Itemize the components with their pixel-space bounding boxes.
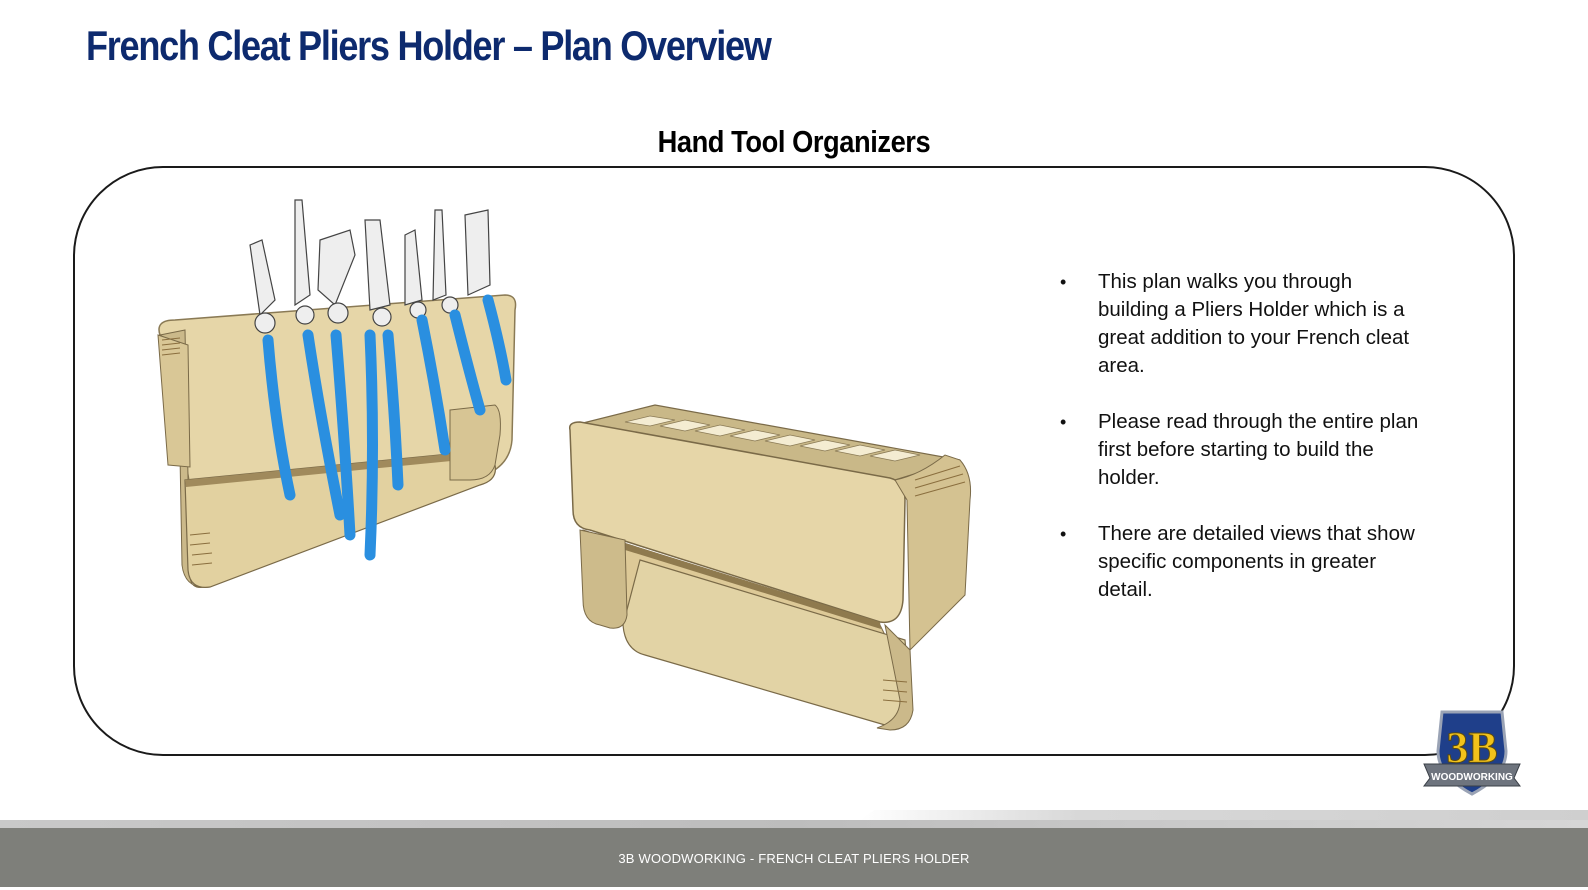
section-heading: Hand Tool Organizers (657, 124, 931, 159)
footer-divider (0, 820, 1588, 828)
bullet-text: This plan walks you through building a P… (1098, 270, 1410, 377)
content-panel (73, 166, 1515, 756)
3b-woodworking-logo: 3B WOODWORKING (1423, 710, 1521, 796)
empty-holder-illustration (568, 404, 971, 731)
footer-accent-strip (860, 810, 1588, 820)
bullet-text: There are detailed views that show speci… (1098, 522, 1415, 601)
bullet-marker: • (1060, 412, 1067, 432)
bullet-text: Please read through the entire plan firs… (1098, 410, 1419, 489)
svg-text:WOODWORKING: WOODWORKING (1431, 772, 1513, 783)
bullet-marker: • (1060, 524, 1067, 544)
overview-bullet-list: • This plan walks you through building a… (1060, 268, 1420, 632)
bullet-item: • There are detailed views that show spe… (1060, 520, 1420, 604)
footer-text: 3B WOODWORKING - FRENCH CLEAT PLIERS HOL… (618, 851, 970, 866)
bullet-item: • This plan walks you through building a… (1060, 268, 1420, 380)
footer-bar: 3B WOODWORKING - FRENCH CLEAT PLIERS HOL… (0, 828, 1588, 887)
page-title: French Cleat Pliers Holder – Plan Overvi… (86, 22, 772, 69)
bullet-item: • Please read through the entire plan fi… (1060, 408, 1420, 492)
bullet-marker: • (1060, 272, 1067, 292)
holder-with-pliers-illustration (157, 199, 517, 588)
